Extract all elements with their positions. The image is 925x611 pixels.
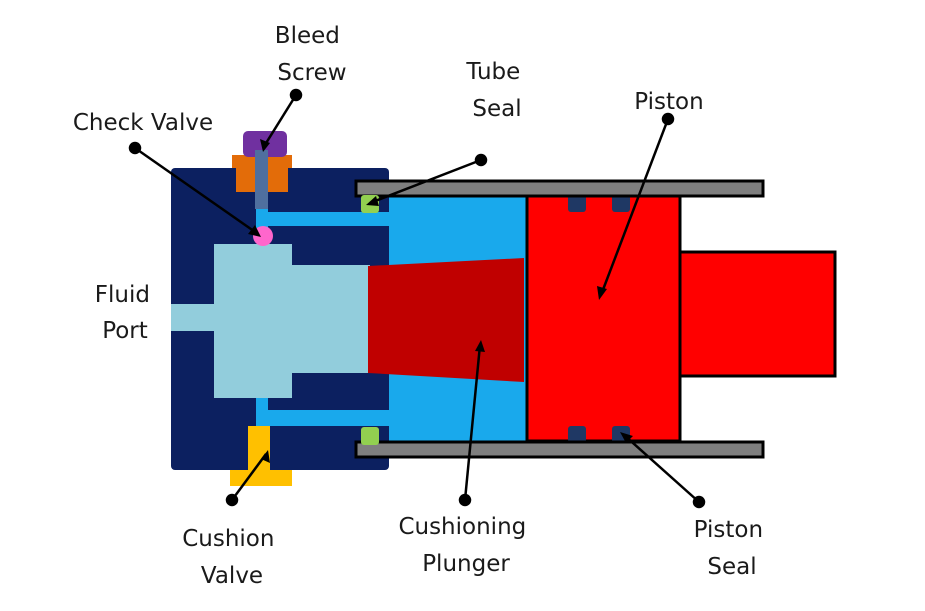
piston-rod xyxy=(670,250,837,378)
cushioning-plunger xyxy=(368,258,524,382)
piston-label: Piston xyxy=(634,89,703,115)
cushion-valve-leader-dot xyxy=(225,493,239,507)
piston-seal xyxy=(568,195,586,212)
cushion-valve-label: Cushion Valve xyxy=(182,526,282,589)
tube-seal-arrowhead xyxy=(366,196,379,206)
tube-seal-label: Tube Seal xyxy=(465,59,527,122)
bleed-screw-leader-dot xyxy=(289,88,303,102)
fluid-port-label: Fluid Port xyxy=(95,282,158,344)
piston-seal-arrowhead xyxy=(620,432,633,443)
piston-arrowhead xyxy=(597,286,607,300)
leader-lines xyxy=(128,88,706,509)
cylinder-tube-top xyxy=(354,179,765,198)
piston-leader-dot xyxy=(661,112,675,126)
bleed-screw-leader xyxy=(261,94,298,149)
check-valve-arrowhead xyxy=(248,225,261,237)
upper-fluid-channel xyxy=(256,198,390,242)
cushioning-plunger-leader xyxy=(463,344,482,501)
check-valve-label: Check Valve xyxy=(73,110,213,136)
fluid-port-cavity xyxy=(171,244,370,398)
tube-seal-leader-dot xyxy=(474,153,488,167)
tube-seal-leader xyxy=(369,158,482,205)
arrowheads xyxy=(248,139,633,463)
cushion-valve xyxy=(230,426,292,486)
piston-leader xyxy=(599,118,670,296)
cushioning-plunger-label: Cushioning Plunger xyxy=(398,514,533,577)
piston xyxy=(525,193,682,443)
cushioning-plunger-arrowhead xyxy=(475,340,485,352)
check-valve-leader xyxy=(134,146,259,236)
cushion-valve-arrowhead xyxy=(261,450,270,463)
bleed-screw-label: Bleed Screw xyxy=(275,23,347,86)
cushioning-plunger-leader-dot xyxy=(458,493,472,507)
check-valve-leader-dot xyxy=(128,141,142,155)
piston-seal-leader xyxy=(623,434,700,503)
cylinder-tube-bottom xyxy=(354,440,765,459)
piston-seal xyxy=(612,195,630,212)
lower-fluid-channel xyxy=(256,392,390,440)
piston-seal-label: Piston Seal xyxy=(694,517,771,580)
cushion-valve-leader xyxy=(230,453,268,501)
piston-seal-leader-dot xyxy=(692,495,706,509)
piston-seal xyxy=(568,426,586,443)
tube-seal xyxy=(361,427,379,445)
bleed-screw-arrowhead xyxy=(260,139,270,152)
bleed-screw-shaft-overlay xyxy=(255,150,268,208)
